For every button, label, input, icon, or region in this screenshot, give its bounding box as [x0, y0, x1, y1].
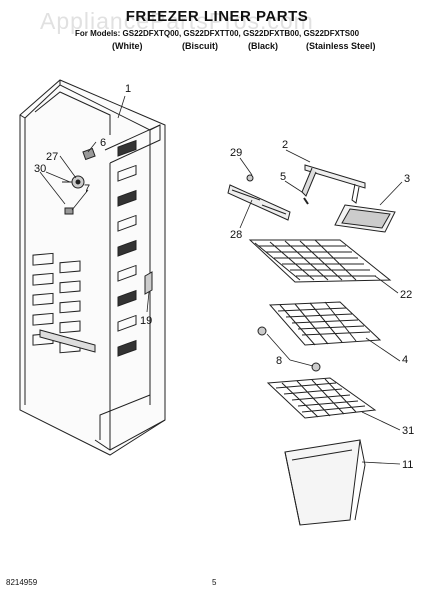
callout-30: 30 — [34, 163, 46, 175]
callout-27: 27 — [46, 151, 58, 163]
shelf-clip — [144, 271, 153, 295]
callout-5: 5 — [280, 171, 286, 183]
color-variants: (White) (Biscuit) (Black) (Stainless Ste… — [100, 41, 400, 53]
page-number: 5 — [212, 578, 217, 587]
watermark: AppliancePartsPros.com — [40, 8, 314, 34]
control-assembly — [62, 147, 96, 215]
leader-lines — [39, 95, 403, 465]
variant-stainless: (Stainless Steel) — [306, 41, 376, 51]
callout-4: 4 — [402, 354, 408, 366]
callout-11: 11 — [402, 459, 413, 471]
callout-28: 28 — [230, 229, 242, 241]
callout-19: 19 — [140, 315, 152, 327]
wire-shelf-upper — [248, 239, 392, 283]
callout-2: 2 — [282, 139, 288, 151]
callout-3: 3 — [404, 173, 410, 185]
shelf-crossbar — [301, 164, 366, 205]
callout-8: 8 — [276, 355, 282, 367]
callout-31: 31 — [402, 425, 414, 437]
callout-1: 1 — [125, 83, 131, 95]
callout-29: 29 — [230, 147, 242, 159]
wire-shelf-middle — [257, 301, 382, 372]
callouts: 1 2 3 4 5 6 7 8 11 19 22 27 28 29 30 31 — [34, 83, 414, 471]
variant-black: (Black) — [248, 41, 279, 51]
page-title: FREEZER LINER PARTS — [125, 8, 309, 25]
model-list: For Models: GS22DFXTQ00, GS22DFXTT00, GS… — [74, 29, 360, 38]
shelf-front — [334, 204, 396, 233]
freezer-bin — [284, 439, 366, 526]
freezer-liner — [19, 79, 166, 456]
variant-biscuit: (Biscuit) — [182, 41, 218, 51]
callout-6: 6 — [100, 137, 106, 149]
callout-22: 22 — [400, 289, 412, 301]
callout-7: 7 — [84, 183, 90, 195]
doc-number: 8214959 — [6, 578, 38, 587]
variant-white: (White) — [112, 41, 143, 51]
wire-shelf-lower — [266, 377, 377, 419]
shelf-bracket — [227, 174, 291, 221]
